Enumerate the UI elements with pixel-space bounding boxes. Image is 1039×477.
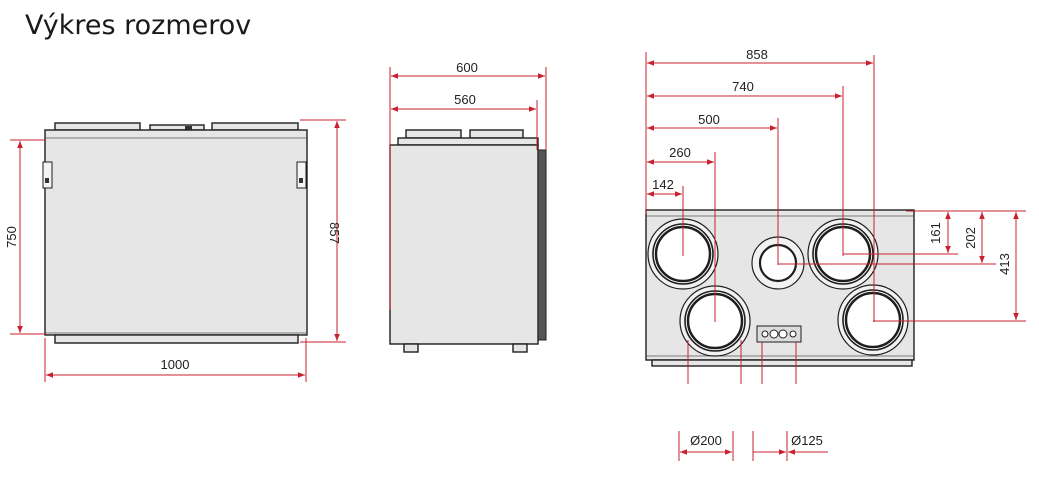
- dim-161: 161: [928, 222, 943, 244]
- side-collar-left: [405, 129, 462, 139]
- front-width-label: 1000: [161, 357, 190, 372]
- side-housing: [389, 144, 539, 345]
- side-outer-width-label: 600: [456, 60, 478, 75]
- front-height-label: 750: [4, 226, 19, 248]
- side-collar-right: [469, 129, 524, 139]
- dim-858: 858: [746, 47, 768, 62]
- side-door-edge: [537, 149, 547, 341]
- dim-dia-200: Ø200: [690, 433, 722, 448]
- front-top-collar-left: [54, 122, 141, 131]
- front-handle-right: [296, 161, 307, 189]
- front-base: [54, 334, 299, 344]
- side-foot-right: [512, 343, 528, 353]
- dim-202: 202: [963, 227, 978, 249]
- dim-142: 142: [652, 177, 674, 192]
- dim-740: 740: [732, 79, 754, 94]
- page-title: Výkres rozmerov: [25, 10, 252, 41]
- dim-500: 500: [698, 112, 720, 127]
- side-view: [389, 129, 547, 353]
- dim-dia-125: Ø125: [791, 433, 823, 448]
- front-view: [42, 122, 308, 344]
- side-dimensions: 600 560: [389, 60, 547, 310]
- front-top-connector-box: [185, 126, 192, 130]
- dim-260: 260: [669, 145, 691, 160]
- side-foot-left: [403, 343, 419, 353]
- dim-413: 413: [997, 253, 1012, 275]
- front-top-collar-right: [211, 122, 299, 131]
- front-dimensions: 750 857 1000: [4, 119, 346, 382]
- duct-bottom-right: [837, 284, 909, 356]
- front-total-height-label: 857: [327, 222, 342, 244]
- front-housing: [44, 129, 308, 336]
- front-handle-left: [42, 161, 53, 189]
- front-top-connector: [149, 124, 205, 131]
- top-dimensions: 858 740 500 260 142 161 202 413: [645, 47, 1026, 461]
- side-inner-width-label: 560: [454, 92, 476, 107]
